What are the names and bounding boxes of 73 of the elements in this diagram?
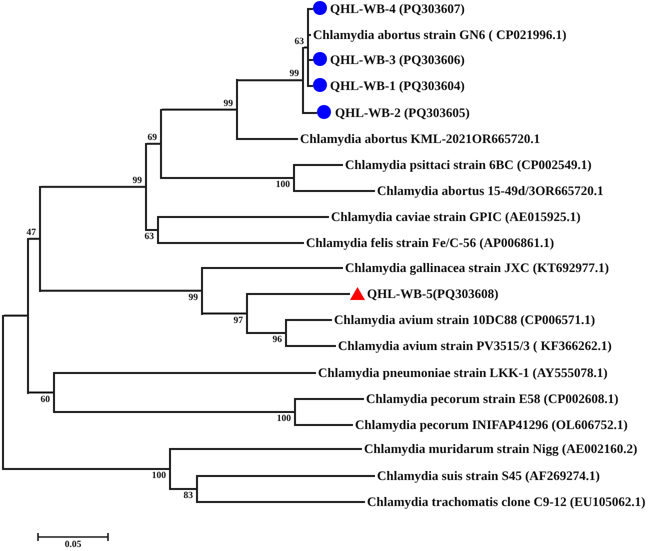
taxon-label: Chlamydia avium strain 10DC88 (CP006571.1) xyxy=(334,312,596,328)
tree-branch xyxy=(162,108,236,111)
tree-branch xyxy=(198,501,365,503)
tree-branch xyxy=(296,398,364,400)
tree-branch xyxy=(295,190,375,192)
taxon-label: Chlamydia gallinacea strain JXC (KT692977.1) xyxy=(345,260,609,276)
tree-branch xyxy=(203,267,343,269)
tree-branch xyxy=(287,319,332,321)
tree-branch xyxy=(248,293,350,295)
tree-branch xyxy=(287,345,336,347)
bootstrap-value: 97 xyxy=(234,316,243,326)
tree-branch xyxy=(41,186,145,188)
tree-branch xyxy=(4,314,27,317)
bootstrap-value: 100 xyxy=(276,180,290,190)
scale-label: 0.05 xyxy=(64,540,82,550)
tree-branch xyxy=(159,216,329,218)
taxon-label: Chlamydia avium strain PV3515/3 ( KF366262.1) xyxy=(338,338,612,354)
tree-branch xyxy=(238,138,298,140)
tree-branch xyxy=(171,448,362,450)
tree-branch xyxy=(55,372,316,374)
taxon-label: QHL-WB-3 (PQ303606) xyxy=(330,52,465,68)
tree-branch xyxy=(296,424,353,426)
triangle-icon xyxy=(350,287,365,300)
tree-branch xyxy=(309,85,313,87)
bootstrap-value: 63 xyxy=(144,232,154,242)
tree-branch xyxy=(198,475,375,477)
tree-branch xyxy=(304,46,307,48)
tree-branch xyxy=(162,177,293,179)
taxon-label: Chlamydia trachomatis clone C9-12 (EU105062.1) xyxy=(367,494,646,510)
tree-branch xyxy=(304,112,317,114)
tree-branch xyxy=(159,242,304,244)
taxon-label: Chlamydia felis strain Fe/C-56 (AP006861.1) xyxy=(306,235,554,251)
taxon-label: Chlamydia pecorum strain E58 (CP002608.1) xyxy=(366,391,618,407)
tree-branch xyxy=(4,468,169,470)
taxon-label: Chlamydia abortus strain GN6 ( CP021996.1) xyxy=(313,27,567,43)
taxon-label: Chlamydia psittaci strain 6BC (CP002549.1) xyxy=(345,157,592,173)
taxon-label: Chlamydia suis strain S45 (AF269274.1) xyxy=(377,468,600,484)
taxon-label: Chlamydia pneumoniae strain LKK-1 (AY555078.1) xyxy=(318,365,608,381)
tree-branch xyxy=(248,332,285,334)
bootstrap-value: 63 xyxy=(294,36,304,46)
tree-branch xyxy=(29,238,39,240)
tree-branch xyxy=(147,142,160,145)
taxon-label: QHL-WB-5(PQ303608) xyxy=(367,286,498,302)
tree-branch xyxy=(41,290,201,292)
tree-branch xyxy=(203,312,246,314)
tree-branch xyxy=(238,79,302,82)
tree-branch xyxy=(309,34,311,36)
taxon-label: QHL-WB-2 (PQ303605) xyxy=(335,105,470,121)
tree-branch xyxy=(295,164,343,166)
taxon-label: Chlamydia abortus 15-49d/3OR665720.1 xyxy=(377,183,604,199)
bootstrap-value: 60 xyxy=(40,394,50,404)
taxon-label: QHL-WB-1 (PQ303604) xyxy=(330,78,465,94)
tree-branch xyxy=(171,488,196,490)
tree-branch xyxy=(29,392,53,394)
bootstrap-value: 99 xyxy=(224,98,233,109)
bootstrap-value: 100 xyxy=(152,471,166,481)
tree-branch xyxy=(147,229,157,231)
bootstrap-value: 99 xyxy=(290,69,299,80)
bootstrap-value: 47 xyxy=(26,228,36,238)
tree-branch xyxy=(309,8,313,10)
bootstrap-value: 83 xyxy=(184,491,193,501)
bootstrap-value: 99 xyxy=(188,292,198,303)
taxon-label: Chlamydia caviae strain GPIC (AE015925.1) xyxy=(331,209,581,225)
bootstrap-value: 100 xyxy=(276,414,291,424)
taxon-label: Chlamydia abortus KML-2021OR665720.1 xyxy=(300,131,540,147)
bootstrap-value: 99 xyxy=(132,176,142,186)
bootstrap-value: 96 xyxy=(272,335,282,345)
taxon-label: Chlamydia pecorum INIFAP41296 (OL606752.1) xyxy=(355,417,628,433)
taxon-label: QHL-WB-4 (PQ303607) xyxy=(330,1,465,17)
tree-branch xyxy=(55,411,294,413)
tree-branch xyxy=(309,59,313,61)
taxon-label: Chlamydia muridarum strain Nigg (AE002160.2) xyxy=(364,441,638,457)
bootstrap-value: 69 xyxy=(148,132,157,143)
